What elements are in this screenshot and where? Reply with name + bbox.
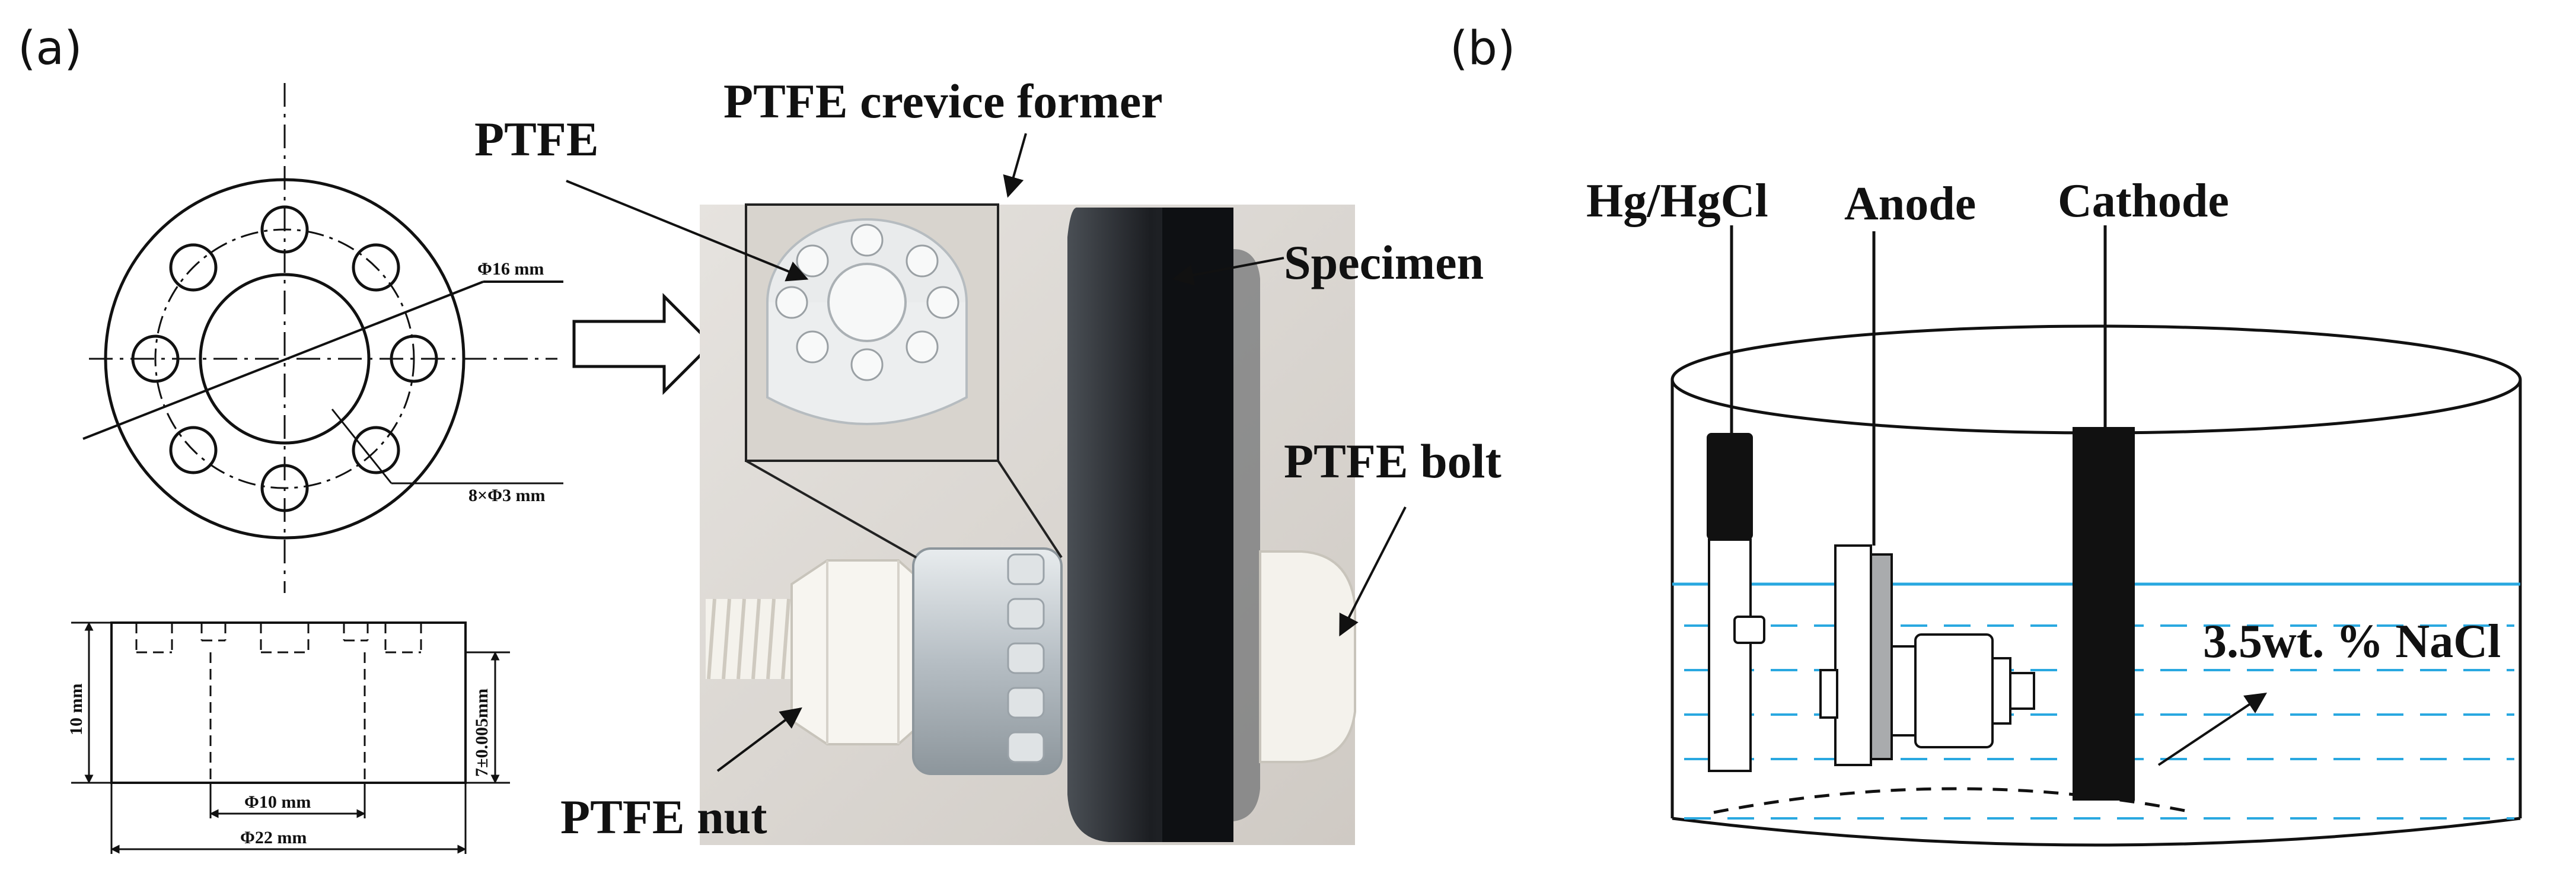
photo-leaders: [566, 133, 1407, 772]
label-reference: Hg/HgCl: [1586, 175, 1768, 227]
label-ptfe-bolt: PTFE bolt: [1284, 434, 1501, 488]
drawing-side-view: [71, 621, 510, 854]
dim-phi10: Φ10 mm: [244, 792, 311, 812]
beaker-visible: [1670, 324, 2522, 847]
panel-a-label: (a): [18, 22, 82, 75]
label-crevice-former: PTFE crevice former: [723, 74, 1163, 128]
dim-phi16: Φ16 mm: [477, 259, 544, 279]
reference-electrode: [1707, 225, 1765, 772]
dim-7: 7±0.005mm: [472, 688, 492, 777]
solution-leader: [2157, 693, 2267, 766]
inner-bore: [199, 273, 371, 445]
assembly-photo: [700, 203, 1356, 845]
dim-10: 10 mm: [66, 684, 86, 735]
label-anode: Anode: [1844, 178, 1976, 230]
drawing-top-view: [82, 83, 563, 593]
panel-b-label: (b): [1450, 22, 1515, 75]
outer-ring: [104, 178, 466, 540]
label-solution: 3.5wt. % NaCl: [2203, 616, 2501, 668]
label-cathode: Cathode: [2058, 175, 2229, 227]
label-ptfe: PTFE: [474, 112, 599, 166]
cathode-electrode: [2073, 225, 2135, 801]
label-specimen: Specimen: [1284, 235, 1484, 289]
anode-assembly: [1819, 231, 2035, 766]
hollow-arrow: [572, 292, 714, 396]
dim-8x3: 8×Φ3 mm: [468, 486, 545, 505]
dim-phi22: Φ22 mm: [240, 828, 307, 847]
label-ptfe-nut: PTFE nut: [560, 790, 767, 844]
